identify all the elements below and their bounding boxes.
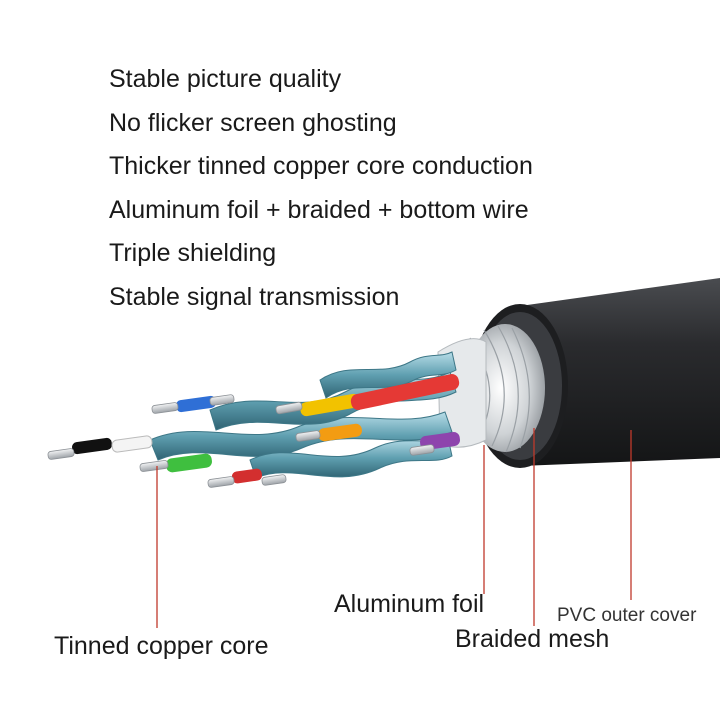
wire-yellow [300, 393, 360, 417]
feature-item: Stable picture quality [109, 65, 342, 93]
wire-green [166, 453, 212, 473]
feature-item: Aluminum foil + braided + bottom wire [109, 195, 529, 224]
label-pvc-outer-cover: PVC outer cover [557, 605, 697, 626]
wire-red [350, 374, 460, 410]
label-braided-mesh: Braided mesh [455, 625, 610, 653]
label-aluminum-foil: Aluminum foil [334, 590, 485, 618]
feature-item: Stable signal transmission [109, 282, 400, 311]
feature-item: Thicker tinned copper core conduction [109, 152, 533, 180]
feature-item: Triple shielding [109, 239, 277, 267]
wire-orange [318, 423, 362, 442]
label-tinned-copper-core: Tinned copper core [54, 632, 269, 660]
wire-blue [176, 395, 216, 413]
wire-red-small [231, 468, 263, 484]
wire-white [111, 435, 153, 453]
callout-lines [156, 428, 632, 628]
wire-black [72, 437, 112, 455]
feature-item: No flicker screen ghosting [109, 108, 397, 137]
feature-list: Stable picture quality No flicker screen… [109, 58, 533, 319]
tinned-copper-tips [47, 394, 435, 488]
